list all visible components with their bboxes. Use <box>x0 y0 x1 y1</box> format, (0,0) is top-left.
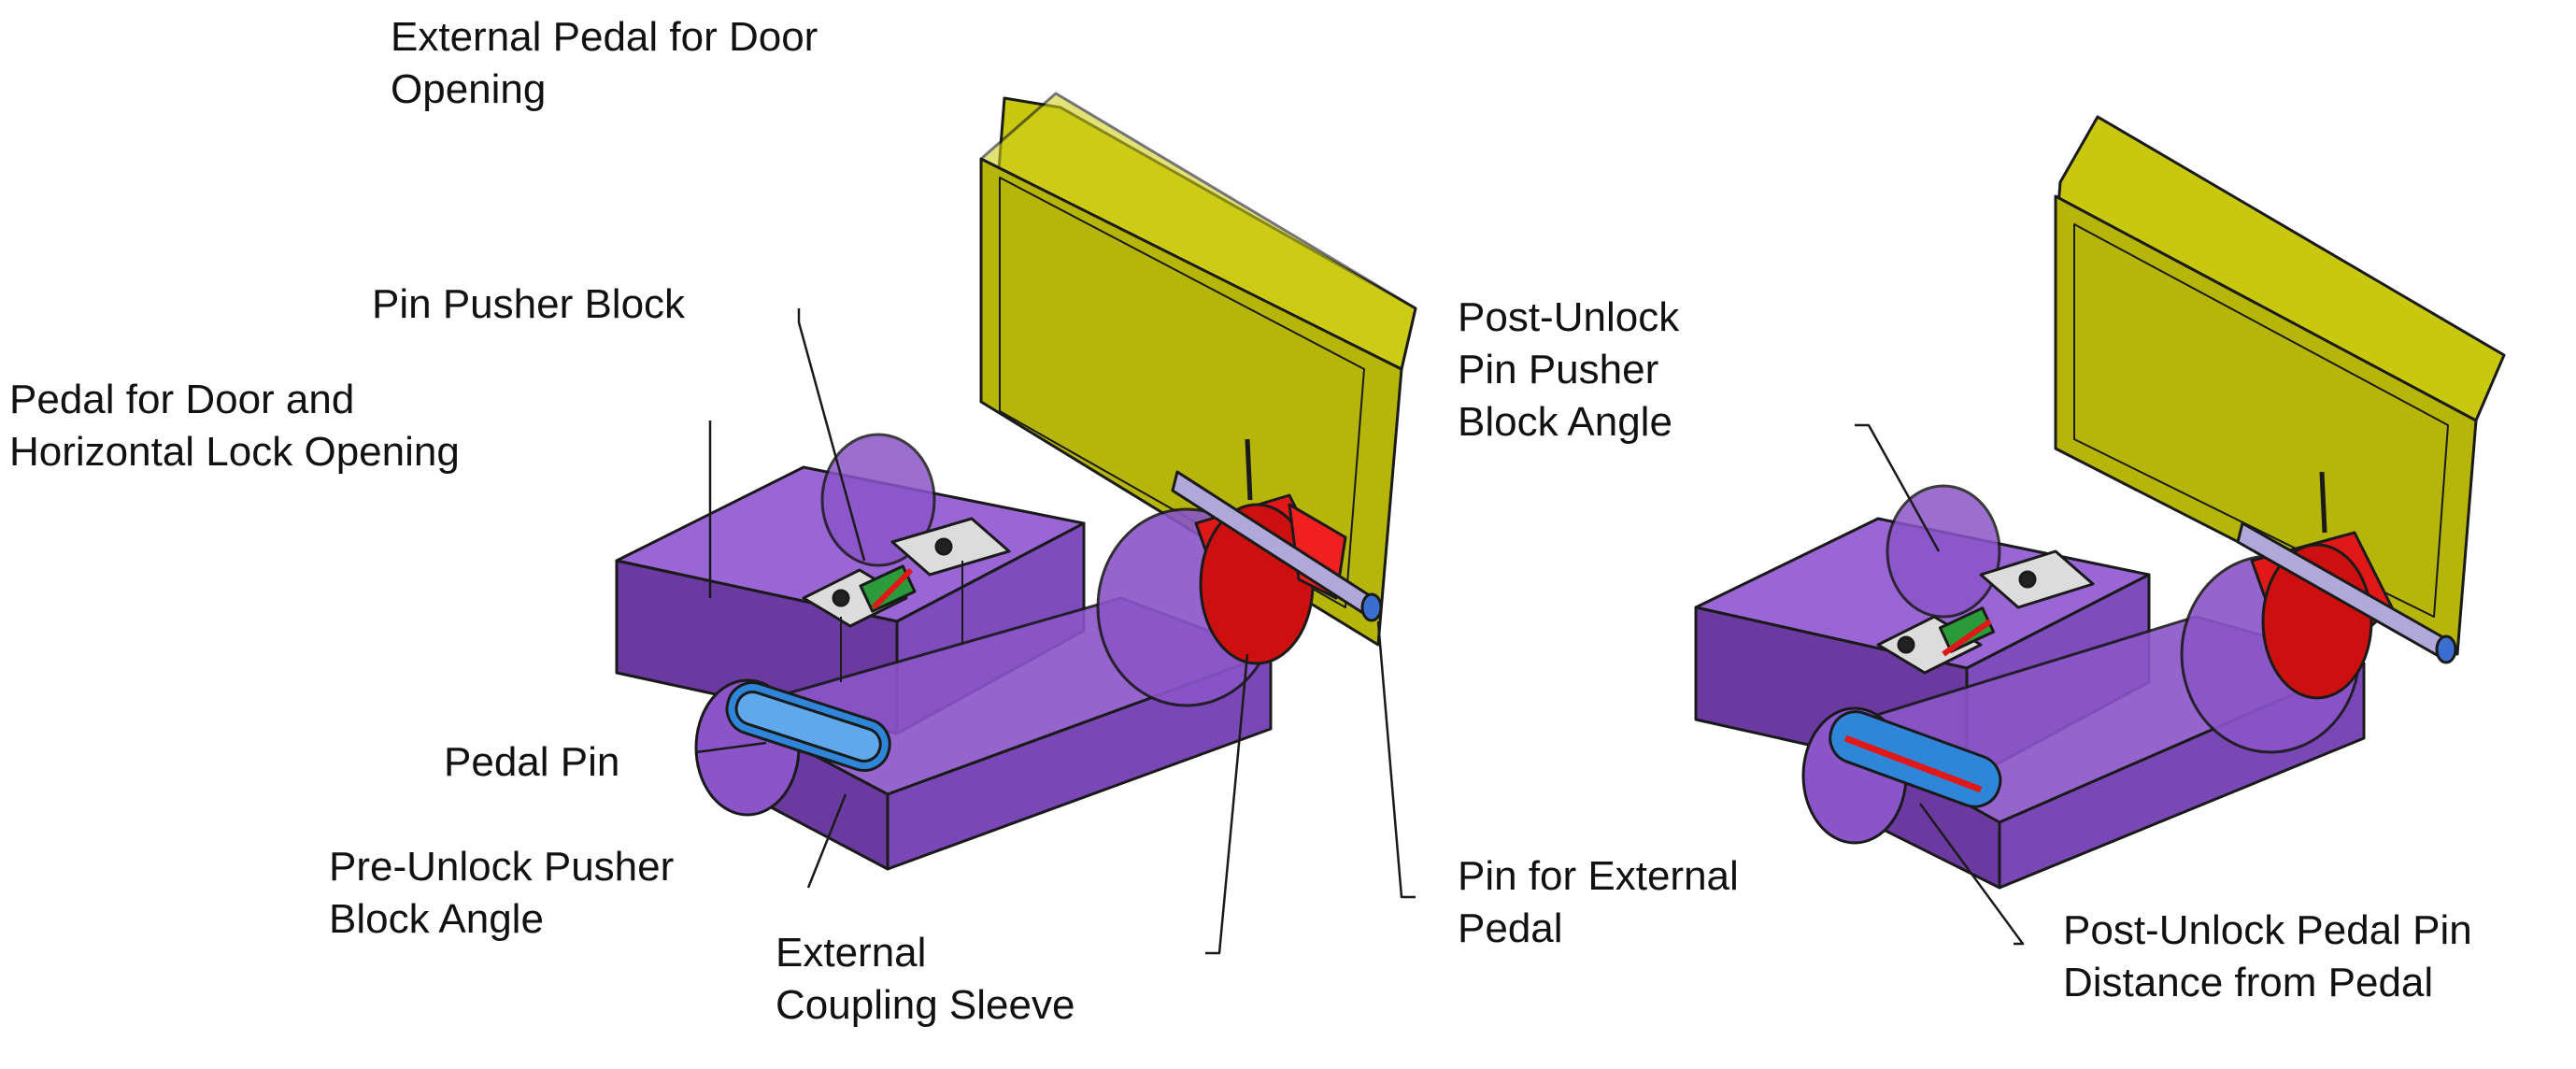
assembly-view-pre-unlock <box>615 92 1417 955</box>
leader-lines-right <box>1855 423 2025 946</box>
external-pedal-right <box>2054 115 2506 656</box>
pedal-body-left <box>615 433 1277 871</box>
assembly-view-post-unlock <box>1694 115 2506 946</box>
pusher-block-right <box>1876 549 2095 675</box>
pusher-block-left <box>802 517 1011 682</box>
label-pedal-pin: Pedal Pin <box>444 739 620 785</box>
pedal-pin-left <box>725 681 891 772</box>
label-pin-pusher-block: Pin Pusher Block <box>372 281 686 327</box>
pedal-pin-rod-right <box>2236 471 2457 664</box>
leader-lines-left <box>695 308 1416 955</box>
pedal-pin-rod-left <box>1171 438 1383 622</box>
pedal-pin-right <box>1829 710 2002 808</box>
